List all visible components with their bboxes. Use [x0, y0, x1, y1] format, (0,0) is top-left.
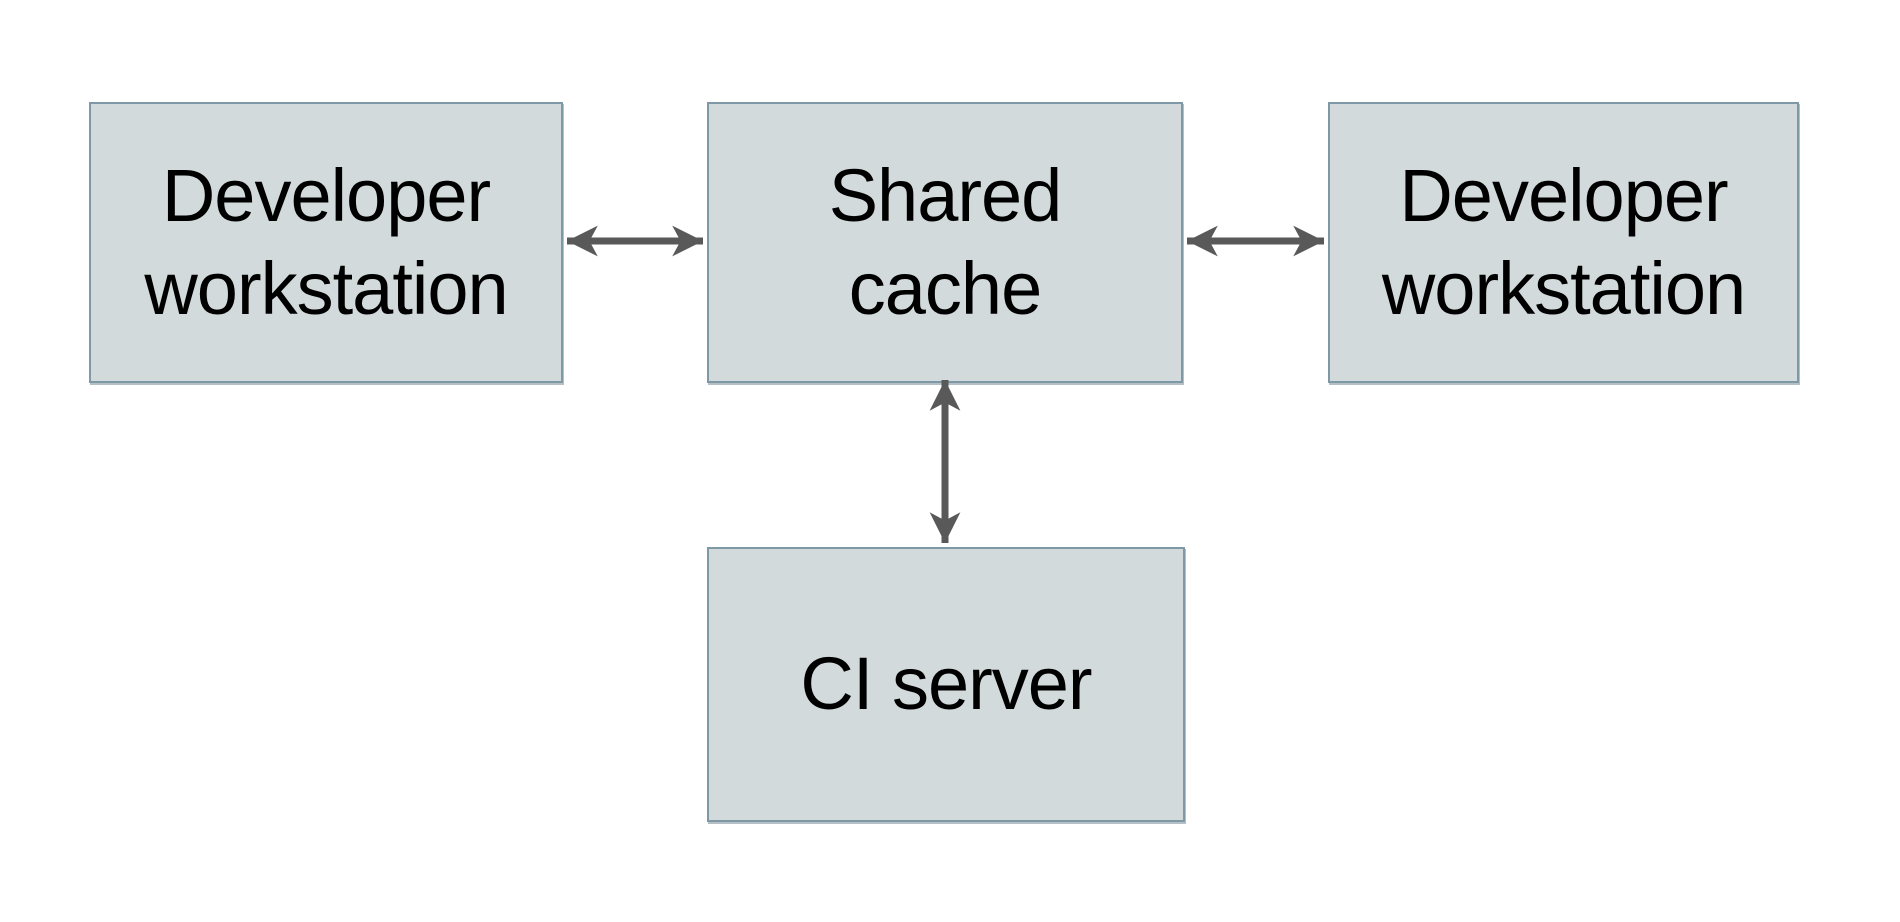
node-ci-server: CI server [707, 547, 1185, 822]
node-label-developer-workstation-left: Developer workstation [144, 154, 508, 330]
node-developer-workstation-left: Developer workstation [89, 102, 563, 383]
node-shared-cache: Shared cache [707, 102, 1183, 383]
node-label-developer-workstation-right: Developer workstation [1381, 154, 1746, 330]
node-developer-workstation-right: Developer workstation [1328, 102, 1799, 383]
node-label-shared-cache: Shared cache [828, 154, 1063, 330]
node-label-ci-server: CI server [800, 642, 1092, 726]
